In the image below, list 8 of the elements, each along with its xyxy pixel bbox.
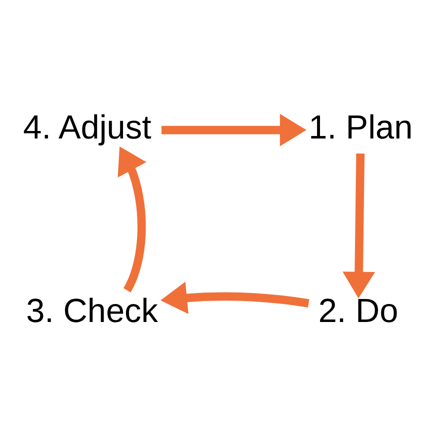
node-text: 3. Check <box>26 292 158 330</box>
node-text: 1. Plan <box>308 108 413 146</box>
arrow <box>161 113 306 146</box>
node-text: 2. Do <box>318 292 398 330</box>
arrow <box>118 146 146 292</box>
arrow <box>160 281 310 314</box>
node-text: 4. Adjust <box>23 108 152 146</box>
arrow <box>342 152 376 298</box>
